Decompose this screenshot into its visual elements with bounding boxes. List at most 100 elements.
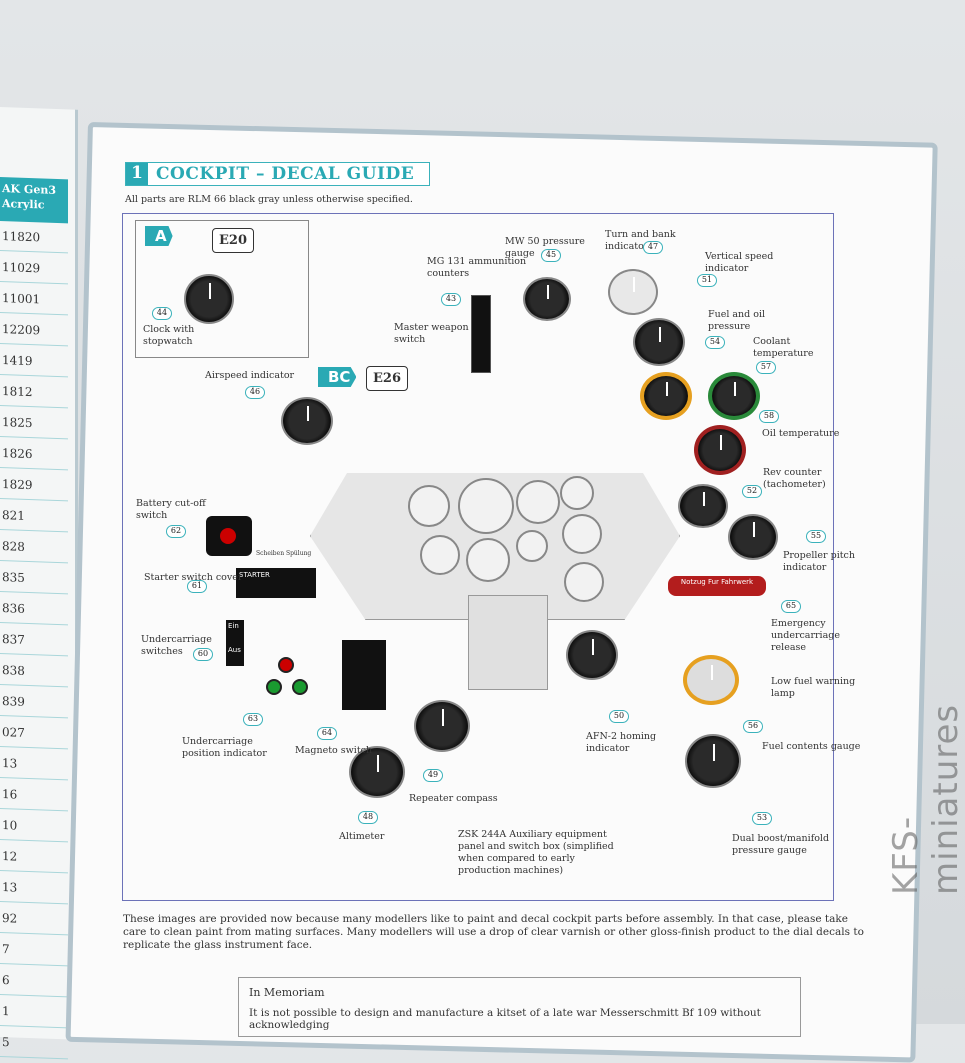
paint-code-cell: 92: [0, 904, 68, 936]
view-tag-bc: BC: [318, 367, 357, 387]
callout-label: Fuel and oil pressure: [708, 309, 766, 332]
panel-dial: [458, 478, 514, 534]
note-paragraph: These images are provided now because ma…: [123, 913, 864, 951]
switch-aus-text: Aus: [228, 646, 241, 654]
callout-number: 49: [423, 769, 443, 782]
in-memoriam-box: In Memoriam It is not possible to design…: [238, 977, 801, 1037]
callout-label: Dual boost/manifold pressure gauge: [732, 833, 830, 856]
vertical-speed-gauge: [633, 318, 685, 366]
zsk-244a-box-drawing: [468, 595, 548, 690]
paint-code-cell: 837: [0, 625, 68, 657]
panel-dial: [466, 538, 510, 582]
paint-code-cell: 1829: [0, 470, 68, 502]
paint-code-cell: 1825: [0, 408, 68, 440]
panel-dial: [564, 562, 604, 602]
ammo-counter-decal: [471, 295, 491, 373]
callout-label: Fuel contents gauge: [762, 741, 861, 752]
view-tag-a: A: [145, 226, 173, 246]
magneto-switch-decal: [342, 640, 386, 710]
section-header: 1 COCKPIT – DECAL GUIDE: [125, 162, 430, 186]
battery-decal-text: Scheiben Spülung: [256, 550, 312, 557]
paint-code-cell: 11029: [0, 253, 68, 285]
callout-label: Airspeed indicator: [205, 370, 295, 381]
paint-code-cell: 10: [0, 811, 68, 843]
fuel-oil-pressure-gauge: [640, 372, 692, 420]
callout-number: 45: [541, 249, 561, 262]
section-number: 1: [126, 163, 148, 185]
switch-ein-text: Ein: [228, 622, 239, 630]
panel-dial: [562, 514, 602, 554]
paint-code-cell: 13: [0, 749, 68, 781]
paint-code-cell: 12: [0, 842, 68, 874]
panel-dial: [408, 485, 450, 527]
callout-number: 65: [781, 600, 801, 613]
starter-text: STARTER: [239, 571, 270, 579]
callout-number: 48: [358, 811, 378, 824]
callout-label: Emergency undercarriage release: [771, 618, 840, 653]
afn2-gauge: [566, 630, 618, 680]
paint-code-cell: 828: [0, 532, 68, 564]
callout-number: 50: [609, 710, 629, 723]
callout-number: 56: [743, 720, 763, 733]
battery-switch-decal: [206, 516, 252, 556]
callout-label: Rev counter (tachometer): [763, 467, 826, 490]
paint-code-cell: 13: [0, 873, 68, 905]
panel-dial: [516, 480, 560, 524]
callout-label: Clock with stopwatch: [143, 324, 195, 347]
turn-bank-gauge: [608, 269, 658, 315]
green-lamp-icon: [292, 679, 308, 695]
callout-number: 62: [166, 525, 186, 538]
altimeter-gauge: [349, 746, 405, 798]
part-e20: E20: [212, 228, 254, 253]
panel-dial: [420, 535, 460, 575]
paint-code-cell: 027: [0, 718, 68, 750]
callout-label: Propeller pitch indicator: [783, 550, 855, 573]
paint-code-cell: 1419: [0, 346, 68, 378]
callout-number: 46: [245, 386, 265, 399]
repeater-compass-gauge: [414, 700, 470, 752]
coolant-temp-gauge: [708, 372, 760, 420]
callout-number: 58: [759, 410, 779, 423]
memoriam-title: In Memoriam: [249, 986, 325, 999]
part-e26: E26: [366, 366, 408, 391]
paint-code-cell: 836: [0, 594, 68, 626]
paint-code-cell: 1826: [0, 439, 68, 471]
emergency-release-decal: Notzug Fur Fahrwerk: [668, 576, 766, 596]
panel-dial: [516, 530, 548, 562]
diagram-frame: [122, 213, 834, 901]
callout-number: 54: [705, 336, 725, 349]
callout-number: 57: [756, 361, 776, 374]
callout-label: MW 50 pressure gauge: [505, 236, 585, 259]
callout-label: Low fuel warning lamp: [771, 676, 856, 699]
callout-label: Magneto switch: [295, 745, 373, 756]
callout-number: 64: [317, 727, 337, 740]
tachometer-gauge: [678, 484, 728, 528]
callout-number: 44: [152, 307, 172, 320]
paint-code-cell: 7: [0, 935, 68, 967]
paint-code-cell: 12209: [0, 315, 68, 347]
callout-number: 53: [752, 812, 772, 825]
paint-code-cell: 5: [0, 1028, 68, 1060]
paint-code-cell: 6: [0, 966, 68, 998]
callout-label: Turn and bank indicator: [605, 229, 676, 252]
inset-view-a: [135, 220, 309, 358]
subtitle: All parts are RLM 66 black gray unless o…: [125, 194, 413, 205]
paint-code-cell: 11001: [0, 284, 68, 316]
callout-label: AFN-2 homing indicator: [586, 731, 657, 754]
memoriam-text: It is not possible to design and manufac…: [249, 1007, 761, 1031]
callout-number: 43: [441, 293, 461, 306]
paint-code-cell: 821: [0, 501, 68, 533]
callout-number: 55: [806, 530, 826, 543]
callout-label: Vertical speed indicator: [705, 251, 774, 274]
callout-label: MG 131 ammunition counters: [427, 256, 527, 279]
mw50-gauge: [523, 277, 571, 321]
paint-code-cell: 835: [0, 563, 68, 595]
airspeed-gauge: [281, 397, 333, 445]
callout-number: 61: [187, 580, 207, 593]
paint-code-cell: 11820: [0, 222, 68, 254]
clock-gauge: [184, 274, 234, 324]
paint-code-cell: 1812: [0, 377, 68, 409]
section-title: COCKPIT – DECAL GUIDE: [156, 164, 415, 184]
callout-label: Undercarriage switches: [141, 634, 212, 657]
